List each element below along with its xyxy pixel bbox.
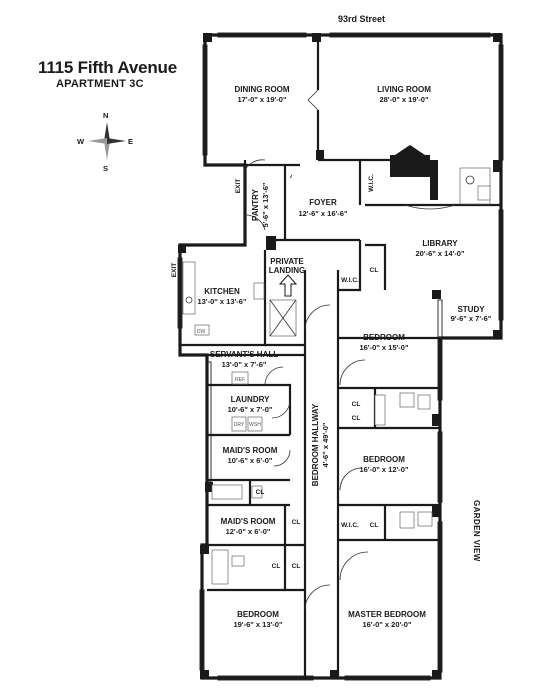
master-bedroom-name: MASTER BEDROOM	[348, 610, 426, 619]
compass-e: E	[128, 137, 133, 146]
up-arrow-icon	[278, 274, 298, 297]
master-bedroom-dims: 16'-0" x 20'-0"	[362, 620, 411, 629]
closet-label-b1a: CL	[352, 401, 361, 408]
exit-label-pantry: EXIT	[235, 179, 242, 193]
compass-icon: N S E W	[77, 111, 133, 173]
page-subtitle: APARTMENT 3C	[56, 78, 144, 90]
wic-label-master: W.I.C.	[341, 522, 359, 529]
foyer-name: FOYER	[309, 198, 337, 207]
hallway-name: BEDROOM HALLWAY	[311, 403, 320, 486]
library-name: LIBRARY	[422, 239, 458, 248]
wic-label-library: W.I.C.	[341, 277, 359, 284]
dining-room-name: DINING ROOM	[234, 85, 289, 94]
interior-walls	[180, 35, 500, 678]
living-room-dims: 28'-0" x 19'-0"	[379, 95, 428, 104]
compass-s: S	[103, 164, 108, 173]
dining-room-dims: 17'-0" x 19'-0"	[237, 95, 286, 104]
bedroom2-name: BEDROOM	[363, 455, 405, 464]
compass-w: W	[77, 137, 85, 146]
dishwasher-label: DW	[197, 329, 206, 335]
maids-room2-dims: 12'-0" x 6'-0"	[226, 527, 271, 536]
living-room-name: LIVING ROOM	[377, 85, 431, 94]
maids-room1-dims: 10'-6" x 6'-0"	[228, 456, 273, 465]
kitchen-name: KITCHEN	[204, 287, 240, 296]
page-title: 1115 Fifth Avenue	[38, 58, 177, 77]
closet-label-b1b: CL	[352, 415, 361, 422]
laundry-name: LAUNDRY	[231, 395, 270, 404]
closet-label-library: CL	[370, 267, 379, 274]
bedroom1-dims: 16'-0" x 15'-0"	[359, 343, 408, 352]
closet-label-hall1: CL	[272, 563, 281, 570]
private-landing-name2: LANDING	[269, 266, 305, 275]
pantry-name: PANTRY	[251, 188, 260, 221]
washer-label: WSH	[249, 422, 261, 428]
garden-view-label: GARDEN VIEW	[472, 500, 481, 562]
study-dims: 9'-6" x 7'-6"	[451, 314, 492, 323]
maids-room2-name: MAID'S ROOM	[221, 517, 276, 526]
foyer-dims: 12'-6" x 16'-6"	[298, 209, 347, 218]
laundry-dims: 10'-6" x 7'-0"	[228, 405, 273, 414]
dryer-label: DRY	[234, 422, 245, 428]
closet-label-master: CL	[370, 522, 379, 529]
wic-label-foyer: W.I.C.	[368, 174, 375, 192]
street-label: 93rd Street	[338, 14, 386, 24]
study-name: STUDY	[457, 305, 485, 314]
servants-hall-dims: 13'-0" x 7'-6"	[222, 360, 267, 369]
kitchen-dims: 13'-0" x 13'-6"	[197, 297, 246, 306]
pantry-dims: 5'-6" x 13'-6"	[261, 182, 270, 227]
exit-label-kitchen: EXIT	[171, 263, 178, 277]
library-dims: 20'-6" x 14'-0"	[415, 249, 464, 258]
private-landing-name: PRIVATE	[270, 257, 304, 266]
bedroom2-dims: 16'-0" x 12'-0"	[359, 465, 408, 474]
closet-label-maid1: CL	[256, 489, 265, 496]
hallway-dims: 4'-6" x 49'-0"	[321, 422, 330, 467]
compass-n: N	[103, 111, 108, 120]
closet-label-hall2: CL	[292, 563, 301, 570]
fixtures	[182, 145, 491, 585]
bedroom3-dims: 19'-6" x 13'-0"	[233, 620, 282, 629]
bedroom1-name: BEDROOM	[363, 333, 405, 342]
maids-room1-name: MAID'S ROOM	[223, 446, 278, 455]
closet-label-maid2: CL	[292, 519, 301, 526]
bar-label: BAR	[401, 185, 415, 192]
bedroom3-name: BEDROOM	[237, 610, 279, 619]
servants-hall-name: SERVANT'S HALL	[210, 350, 278, 359]
ref-label: REF	[235, 377, 245, 383]
door-swings	[244, 89, 456, 611]
